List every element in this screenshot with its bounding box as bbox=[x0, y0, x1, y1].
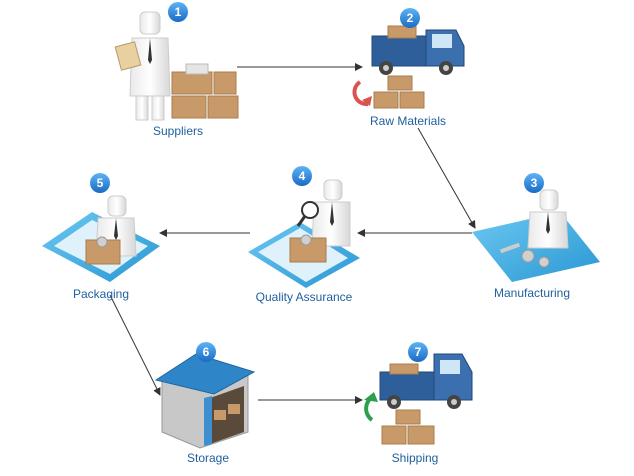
boxes-icon bbox=[171, 63, 239, 119]
step-badge-5: 5 bbox=[90, 173, 110, 193]
suppliers-illustration: 1 bbox=[114, 2, 239, 121]
storage-illustration: 6 bbox=[154, 342, 256, 449]
step-label-manufacturing: Manufacturing bbox=[493, 286, 571, 300]
step-label-storage: Storage bbox=[186, 451, 230, 465]
warehouse-icon bbox=[154, 353, 256, 449]
packaging-illustration: 5 bbox=[42, 173, 160, 282]
arrow-raw-to-manufacturing bbox=[417, 127, 476, 229]
step-label-packaging: Packaging bbox=[72, 287, 130, 301]
box-icon bbox=[85, 236, 121, 265]
step-label-raw-materials: Raw Materials bbox=[369, 114, 447, 128]
manufacturing-illustration: 3 bbox=[472, 173, 600, 282]
svg-text:3: 3 bbox=[531, 176, 538, 190]
svg-text:6: 6 bbox=[203, 345, 210, 359]
connector-arrows bbox=[109, 63, 476, 404]
step-label-shipping: Shipping bbox=[391, 451, 439, 465]
step-badge-4: 4 bbox=[292, 166, 312, 186]
step-label-suppliers: Suppliers bbox=[152, 124, 204, 138]
arrow-packaging-to-storage bbox=[109, 294, 161, 396]
gears-icon bbox=[499, 242, 550, 268]
clipboard-icon bbox=[114, 41, 142, 71]
boxes-icon bbox=[381, 409, 435, 445]
boxes-icon bbox=[373, 75, 425, 109]
truck-icon bbox=[371, 25, 465, 75]
person-icon bbox=[311, 179, 351, 247]
step-badge-1: 1 bbox=[168, 2, 188, 22]
person-icon bbox=[129, 11, 171, 121]
quality-assurance-illustration: 4 bbox=[248, 166, 360, 288]
svg-text:2: 2 bbox=[407, 11, 414, 25]
step-badge-2: 2 bbox=[400, 8, 420, 28]
svg-text:4: 4 bbox=[299, 169, 306, 183]
svg-text:5: 5 bbox=[97, 176, 104, 190]
truck-icon bbox=[379, 353, 473, 409]
svg-text:7: 7 bbox=[415, 345, 422, 359]
step-label-quality-assurance: Quality Assurance bbox=[255, 290, 353, 304]
person-icon bbox=[527, 189, 569, 249]
svg-text:1: 1 bbox=[175, 5, 182, 19]
step-badge-7: 7 bbox=[408, 342, 428, 362]
cycle-arrow-icon bbox=[352, 80, 369, 107]
box-icon bbox=[289, 234, 327, 263]
step-badge-3: 3 bbox=[524, 173, 544, 193]
magnifier-icon bbox=[296, 201, 319, 227]
step-badge-6: 6 bbox=[196, 342, 216, 362]
shipping-illustration: 7 bbox=[364, 342, 473, 445]
raw-materials-illustration: 2 bbox=[352, 8, 465, 109]
